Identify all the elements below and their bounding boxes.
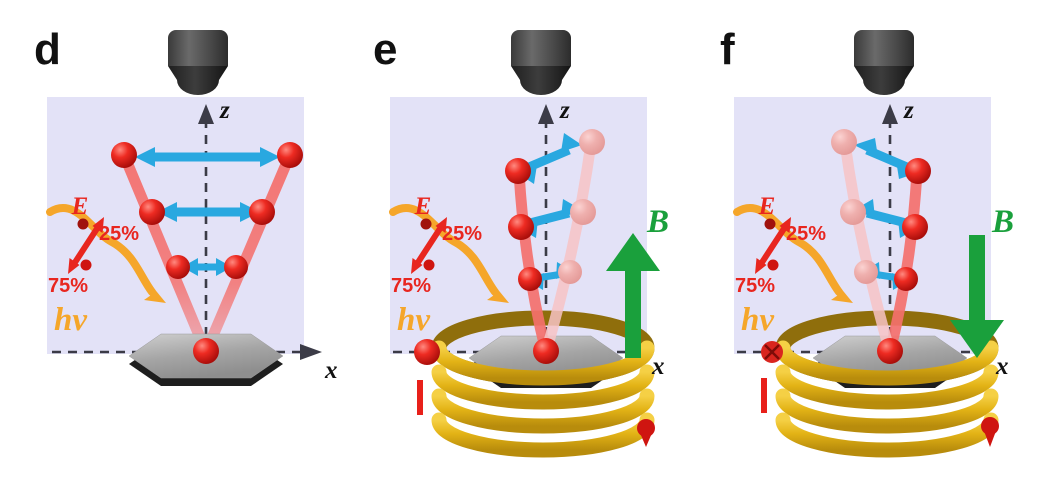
label-percent-lower: 75%	[48, 275, 88, 297]
detector-icon	[854, 30, 914, 95]
label-percent-lower: 75%	[735, 275, 775, 297]
polarization-vector-E	[755, 217, 791, 274]
electron-sphere-faded	[840, 199, 866, 225]
label-axis-x: x	[995, 353, 1009, 380]
electron-sphere	[894, 267, 918, 291]
detector-icon	[511, 30, 571, 95]
label-percent-upper: 25%	[442, 223, 482, 245]
panel-letter-e: e	[373, 25, 398, 74]
spin-arrow-top	[135, 147, 280, 167]
emission-point-sphere	[193, 338, 219, 364]
axis-z	[198, 104, 214, 352]
label-photon-energy: hv	[741, 302, 774, 338]
photoelectron-beam-right	[200, 149, 296, 358]
electron-sphere	[224, 255, 248, 279]
emission-point-sphere	[877, 338, 903, 364]
electron-sphere-faded	[570, 199, 596, 225]
electron-sphere-faded	[831, 129, 857, 155]
panel-e: e	[347, 0, 698, 482]
label-E: E	[758, 193, 776, 220]
magnetic-field-arrow-up	[606, 233, 660, 358]
electron-sphere-faded	[558, 260, 582, 284]
photon-arrow	[46, 204, 166, 303]
panel-f: f	[694, 0, 1045, 482]
label-photon-energy: hv	[54, 302, 87, 338]
label-axis-z: z	[903, 97, 914, 124]
label-axis-x: x	[324, 357, 338, 384]
electron-sphere	[508, 214, 534, 240]
solenoid-coil-front	[775, 340, 999, 458]
electron-sphere	[505, 158, 531, 184]
label-percent-upper: 25%	[786, 223, 826, 245]
label-magnetic-field-B: B	[991, 204, 1014, 240]
photon-arrow	[389, 204, 509, 303]
emission-point-sphere	[533, 338, 559, 364]
electron-sphere	[139, 199, 165, 225]
electron-sphere	[518, 267, 542, 291]
photon-arrow	[733, 204, 853, 303]
current-marker-into-page	[761, 341, 783, 363]
current-marker-return	[637, 419, 655, 447]
current-marker-return	[981, 417, 999, 447]
label-axis-z: z	[559, 97, 570, 124]
label-E: E	[414, 193, 432, 220]
label-magnetic-field-B: B	[646, 204, 669, 240]
polarization-vector-E	[68, 217, 104, 274]
electron-sphere-faded	[579, 129, 605, 155]
label-photon-energy: hv	[397, 302, 430, 338]
polarization-vector-E	[411, 217, 447, 274]
electron-sphere-faded	[854, 260, 878, 284]
electron-sphere	[249, 199, 275, 225]
panel-d: d	[0, 0, 351, 482]
detector-icon	[168, 30, 228, 95]
electron-sphere	[166, 255, 190, 279]
current-marker-out-of-page	[414, 339, 440, 365]
label-axis-z: z	[219, 97, 230, 124]
panel-letter-d: d	[34, 25, 61, 74]
solenoid-coil-front	[431, 340, 655, 458]
electron-sphere	[905, 158, 931, 184]
label-E: E	[71, 193, 89, 220]
electron-sphere	[902, 214, 928, 240]
label-percent-upper: 25%	[99, 223, 139, 245]
magnetic-field-arrow-down	[950, 235, 1004, 358]
current-label-I	[417, 380, 423, 415]
photoelectron-beam-left	[118, 149, 212, 358]
label-axis-x: x	[651, 353, 665, 380]
electron-sphere	[277, 142, 303, 168]
axis-x	[52, 344, 322, 360]
label-percent-lower: 75%	[391, 275, 431, 297]
current-label-I	[761, 378, 767, 413]
electron-sphere	[111, 142, 137, 168]
panel-letter-f: f	[720, 25, 735, 74]
